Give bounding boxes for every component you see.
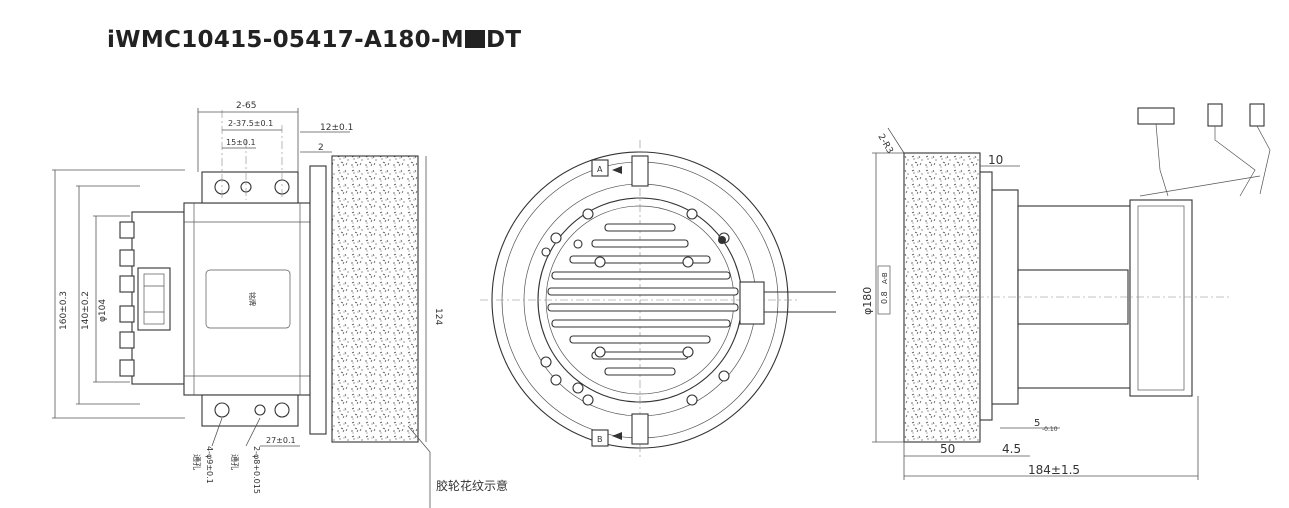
- title-placeholder-block: [465, 30, 485, 48]
- hole-2-phi8-label: 2-φ8+0.015: [252, 446, 261, 494]
- mount-hole-bottom-right: [274, 402, 290, 418]
- tol-box: 0.8: [880, 291, 889, 304]
- dim-5-tol: -0.10: [1042, 426, 1058, 433]
- front-view: 160±0.3 140±0.2 φ104 铭牌: [52, 101, 443, 494]
- dim-4-5-label: 4.5: [1002, 442, 1021, 456]
- dim-10-label: 10: [988, 153, 1003, 167]
- center-view: A B: [407, 140, 836, 508]
- hole-2-note: 通孔: [230, 454, 240, 470]
- marker-a: A: [597, 165, 603, 174]
- tire-tread-block: [331, 155, 419, 443]
- hole-4-note: 通孔: [192, 454, 202, 470]
- tread-note: 胶轮花纹示意: [436, 478, 508, 493]
- dim-15-label: 15±0.1: [226, 138, 256, 147]
- dim-phi180-label: φ180: [861, 287, 874, 315]
- hole-4-phi9-label: 4-φ9±0.1: [205, 446, 214, 484]
- nameplate-label: 铭牌: [248, 292, 257, 306]
- heatsink-fins: [547, 223, 739, 376]
- mount-hole-bottom-left: [214, 402, 230, 418]
- dim-2-37-5-label: 2-37.5±0.1: [228, 119, 273, 128]
- dim-184-label: 184±1.5: [1028, 463, 1080, 477]
- dim-2-65-label: 2-65: [236, 101, 256, 111]
- dim-50-label: 50: [940, 442, 955, 456]
- bolt-holes: [540, 208, 730, 406]
- pin-hole-bottom: [254, 404, 266, 416]
- dim-104-label: φ104: [98, 299, 108, 322]
- dim-12-label: 12±0.1: [320, 123, 353, 133]
- dim-27-label: 27±0.1: [266, 436, 296, 445]
- dim-2-r3-label: 2-R3: [875, 133, 894, 156]
- dim-124-label: 124: [433, 308, 443, 325]
- dim-5-label: 5: [1034, 418, 1040, 429]
- title-model: iWMC10415-05417-A180-M: [107, 27, 464, 53]
- dim-2-label: 2: [318, 143, 324, 153]
- dim-140-label: 140±0.2: [81, 291, 91, 330]
- title-suffix: DT: [486, 27, 522, 53]
- dim-160-label: 160±0.3: [59, 291, 69, 330]
- tol-ref: A-B: [881, 272, 889, 284]
- drawing-title: iWMC10415-05417-A180-M DT: [107, 27, 521, 53]
- side-view: 2-R3 φ180 A-B 0.8 10 5 -0.10 4.5: [861, 103, 1271, 480]
- marker-b: B: [597, 435, 603, 444]
- side-tire-block: [903, 152, 981, 443]
